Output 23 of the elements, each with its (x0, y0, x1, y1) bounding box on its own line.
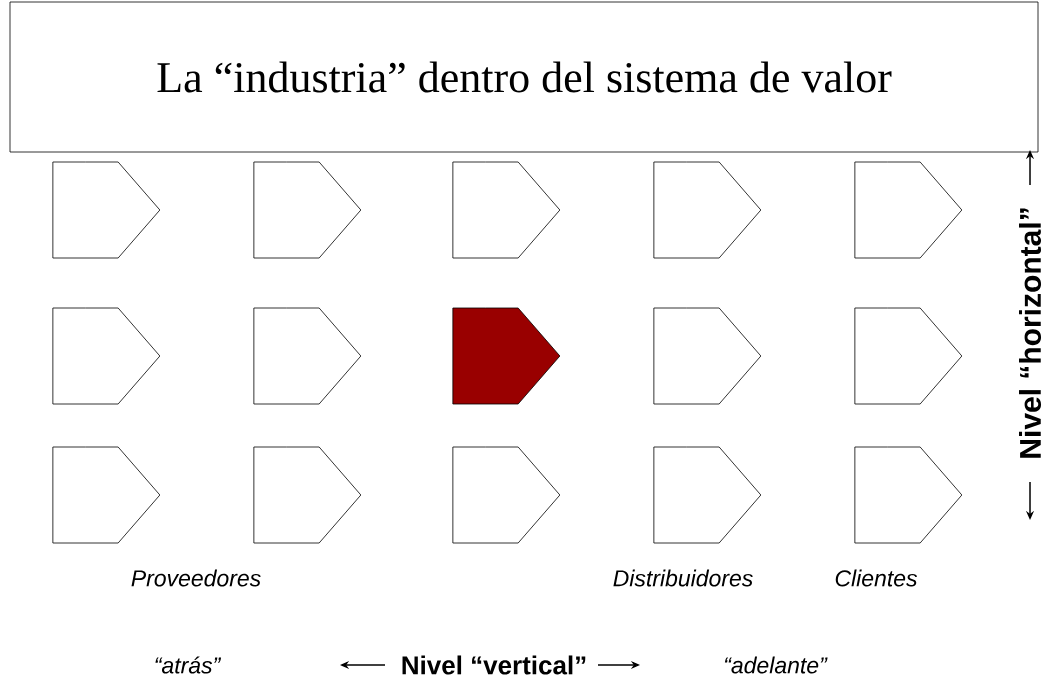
direction-label: “adelante” (724, 656, 828, 674)
pentagon-shape (253, 307, 362, 405)
level-label: Nivel “horizontal” (1019, 208, 1042, 458)
column-label: Clientes (835, 569, 918, 587)
pentagon-shape (653, 161, 762, 259)
pentagon-shape (452, 446, 561, 544)
pentagon-shape (52, 307, 161, 405)
pentagon-shape (52, 161, 161, 259)
pentagon-shape (52, 446, 161, 544)
pentagon-shape (452, 307, 561, 405)
title-box: La “industria” dentro del sistema de valor (9, 1, 1039, 153)
pentagon-shape (854, 446, 963, 544)
pentagon-shape (253, 161, 362, 259)
column-label: Distribuidores (613, 569, 753, 587)
pentagon-shape (854, 161, 963, 259)
level-label: Nivel “vertical” (402, 655, 586, 675)
column-label: Proveedores (131, 569, 261, 587)
pentagon-shape (653, 307, 762, 405)
pentagon-shape (854, 307, 963, 405)
direction-label: “atrás” (155, 656, 222, 674)
pentagon-shape (452, 161, 561, 259)
pentagon-shape (653, 446, 762, 544)
pentagon-shape (253, 446, 362, 544)
